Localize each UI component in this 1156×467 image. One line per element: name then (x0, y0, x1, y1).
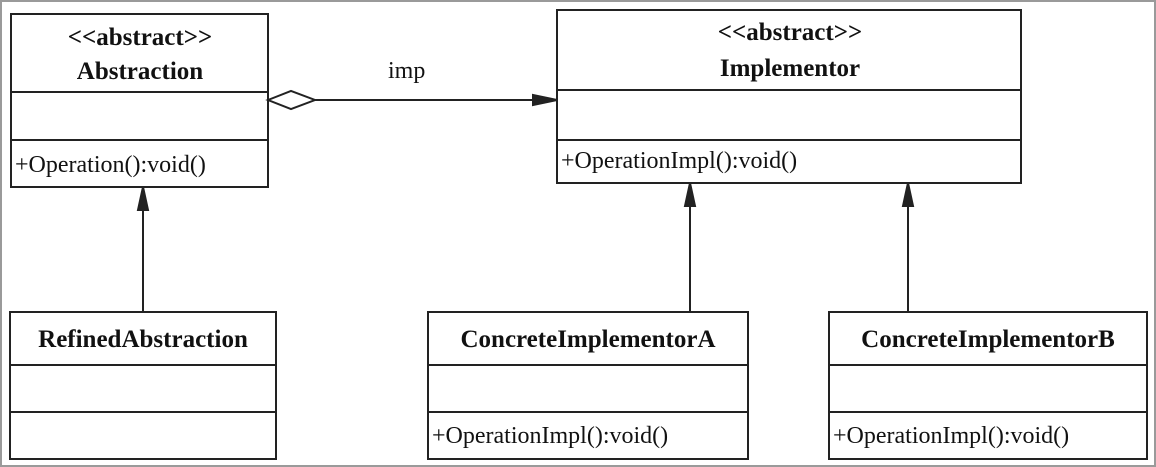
concrete-a-name: ConcreteImplementorA (460, 326, 715, 353)
refined-name: RefinedAbstraction (38, 326, 248, 353)
concrete-b-name: ConcreteImplementorB (861, 326, 1115, 353)
inheritance-concrete-a (683, 182, 697, 312)
aggregation-label: imp (388, 58, 425, 84)
inheritance-concrete-b (901, 182, 915, 312)
implementor-method: +OperationImpl():void() (561, 148, 797, 174)
abstraction-method: +Operation():void() (15, 152, 206, 178)
class-implementor: <<abstract>> Implementor +OperationImpl(… (556, 9, 1022, 184)
abstraction-name: Abstraction (77, 58, 203, 85)
implementor-name: Implementor (720, 55, 860, 82)
aggregation-relation: imp (265, 58, 558, 111)
arrowhead-icon (683, 182, 697, 207)
arrowhead-icon (901, 182, 915, 207)
aggregation-diamond-icon (265, 89, 318, 111)
class-concrete-b: ConcreteImplementorB +OperationImpl():vo… (828, 311, 1148, 460)
class-refined-abstraction: RefinedAbstraction (9, 311, 277, 460)
concrete-b-method: +OperationImpl():void() (833, 423, 1069, 449)
implementor-stereotype: <<abstract>> (718, 19, 862, 46)
class-concrete-a: ConcreteImplementorA +OperationImpl():vo… (427, 311, 749, 460)
abstraction-stereotype: <<abstract>> (68, 24, 212, 51)
class-abstraction: <<abstract>> Abstraction +Operation():vo… (10, 13, 269, 188)
concrete-a-method: +OperationImpl():void() (432, 423, 668, 449)
arrowhead-icon (136, 186, 150, 211)
inheritance-refined (136, 186, 150, 312)
arrowhead-icon (532, 93, 558, 107)
